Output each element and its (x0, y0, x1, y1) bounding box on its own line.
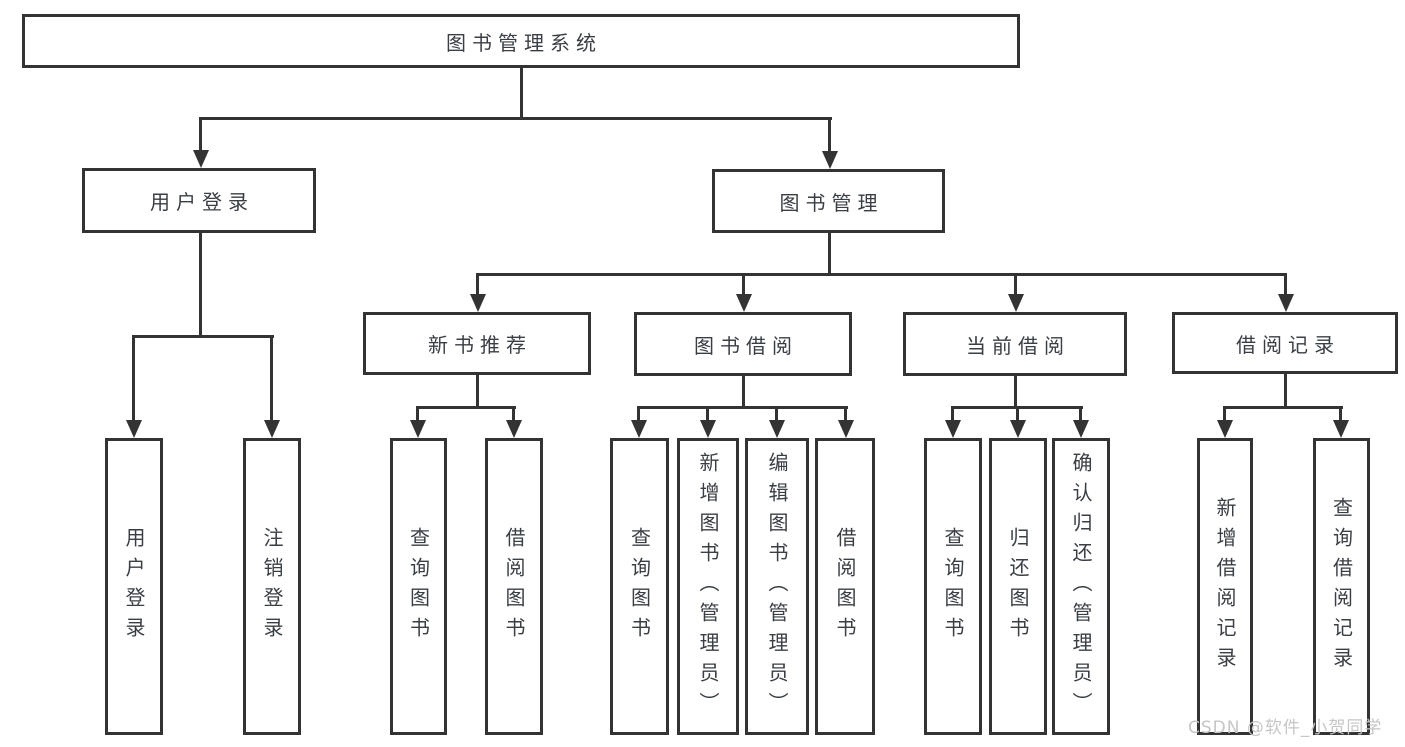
node-label: 当前借阅 (966, 333, 1070, 358)
edge-user-login-fork (133, 335, 274, 338)
edge-borrowing-records-fork (1223, 406, 1343, 409)
leaf-query-books-recommend: 查询图书 (390, 438, 447, 735)
edge-root-drop (520, 67, 523, 117)
leaf-label: 查询图书 (941, 526, 965, 647)
leaf-user-login: 用户登录 (105, 438, 163, 735)
node-new-book-recommend: 新书推荐 (363, 312, 591, 375)
leaf-add-borrow-record: 新增借阅记录 (1197, 438, 1253, 735)
node-label: 图书借阅 (694, 333, 798, 358)
node-library-management-system: 图书管理系统 (22, 14, 1020, 68)
node-label: 新书推荐 (428, 333, 532, 357)
edge-arrow-leaf-user-login (132, 335, 135, 420)
edge-arrow-query-borrowing (637, 406, 640, 420)
leaf-query-books-current: 查询图书 (924, 438, 982, 735)
edge-arrow-borrowing-records (1284, 273, 1287, 294)
leaf-logout: 注销登录 (243, 438, 301, 735)
node-current-borrowing: 当前借阅 (903, 312, 1127, 376)
edge-arrow-user-login (199, 117, 202, 150)
edge-arrow-current-borrowing (1014, 273, 1017, 294)
edge-arrow-return-books (1016, 406, 1019, 420)
node-label: 借阅记录 (1236, 332, 1340, 357)
edge-level3-fork (476, 273, 1287, 276)
leaf-label: 确认归还（管理员） (1069, 451, 1093, 722)
node-label: 图书管理系统 (446, 30, 602, 55)
edge-arrow-leaf-logout (270, 335, 273, 420)
node-label: 用户登录 (150, 190, 254, 214)
edge-arrow-book-mgmt (828, 117, 831, 151)
edge-arrow-query-current (951, 406, 954, 420)
edge-level2-fork (199, 117, 832, 120)
edge-user-login-drop (199, 233, 202, 335)
leaf-label: 查询图书 (406, 526, 431, 647)
leaf-query-books-borrowing: 查询图书 (610, 438, 669, 735)
leaf-label: 新增借阅记录 (1213, 496, 1237, 677)
node-book-management: 图书管理 (712, 169, 945, 233)
edge-new-book-fork (417, 406, 516, 409)
edge-arrow-new-book-rec (476, 273, 479, 294)
edge-current-borrowing-drop (1014, 376, 1017, 406)
edge-new-book-drop (476, 375, 479, 406)
node-user-login: 用户登录 (82, 168, 316, 233)
leaf-query-borrow-record: 查询借阅记录 (1313, 438, 1370, 735)
edge-arrow-book-borrowing (742, 273, 745, 294)
edge-arrow-query-record (1339, 406, 1342, 420)
leaf-return-books: 归还图书 (989, 438, 1047, 735)
leaf-label: 归还图书 (1006, 526, 1030, 647)
edge-arrow-confirm-return (1079, 406, 1082, 420)
leaf-label: 借阅图书 (833, 526, 857, 647)
edge-borrowing-records-drop (1284, 374, 1287, 406)
edge-arrow-add-book (706, 406, 709, 420)
leaf-confirm-return-admin: 确认归还（管理员） (1052, 438, 1110, 735)
node-label: 图书管理 (779, 190, 884, 215)
node-book-borrowing: 图书借阅 (634, 312, 852, 376)
edge-arrow-borrow-books (844, 406, 847, 420)
leaf-label: 查询图书 (627, 526, 652, 647)
leaf-add-book-admin: 新增图书（管理员） (677, 438, 739, 735)
edge-arrow-borrow-recommend (512, 406, 515, 420)
leaf-label: 注销登录 (260, 526, 284, 647)
edge-book-borrowing-fork (637, 406, 848, 409)
edge-book-borrowing-drop (742, 376, 745, 406)
leaf-label: 用户登录 (122, 526, 146, 647)
leaf-label: 编辑图书（管理员） (765, 451, 789, 722)
edge-book-mgmt-drop (828, 233, 831, 273)
csdn-watermark: CSDN @软件_小贺同学 (1188, 718, 1383, 738)
leaf-label: 借阅图书 (502, 526, 526, 647)
leaf-label: 查询借阅记录 (1329, 496, 1354, 677)
leaf-edit-book-admin: 编辑图书（管理员） (745, 438, 809, 735)
edge-arrow-edit-book (775, 406, 778, 420)
edge-arrow-query-recommend (416, 406, 419, 420)
leaf-label: 新增图书（管理员） (696, 451, 720, 722)
edge-arrow-add-record (1223, 406, 1226, 420)
leaf-borrow-books-recommend: 借阅图书 (485, 438, 543, 735)
node-borrowing-records: 借阅记录 (1172, 312, 1398, 374)
leaf-borrow-books: 借阅图书 (815, 438, 875, 735)
